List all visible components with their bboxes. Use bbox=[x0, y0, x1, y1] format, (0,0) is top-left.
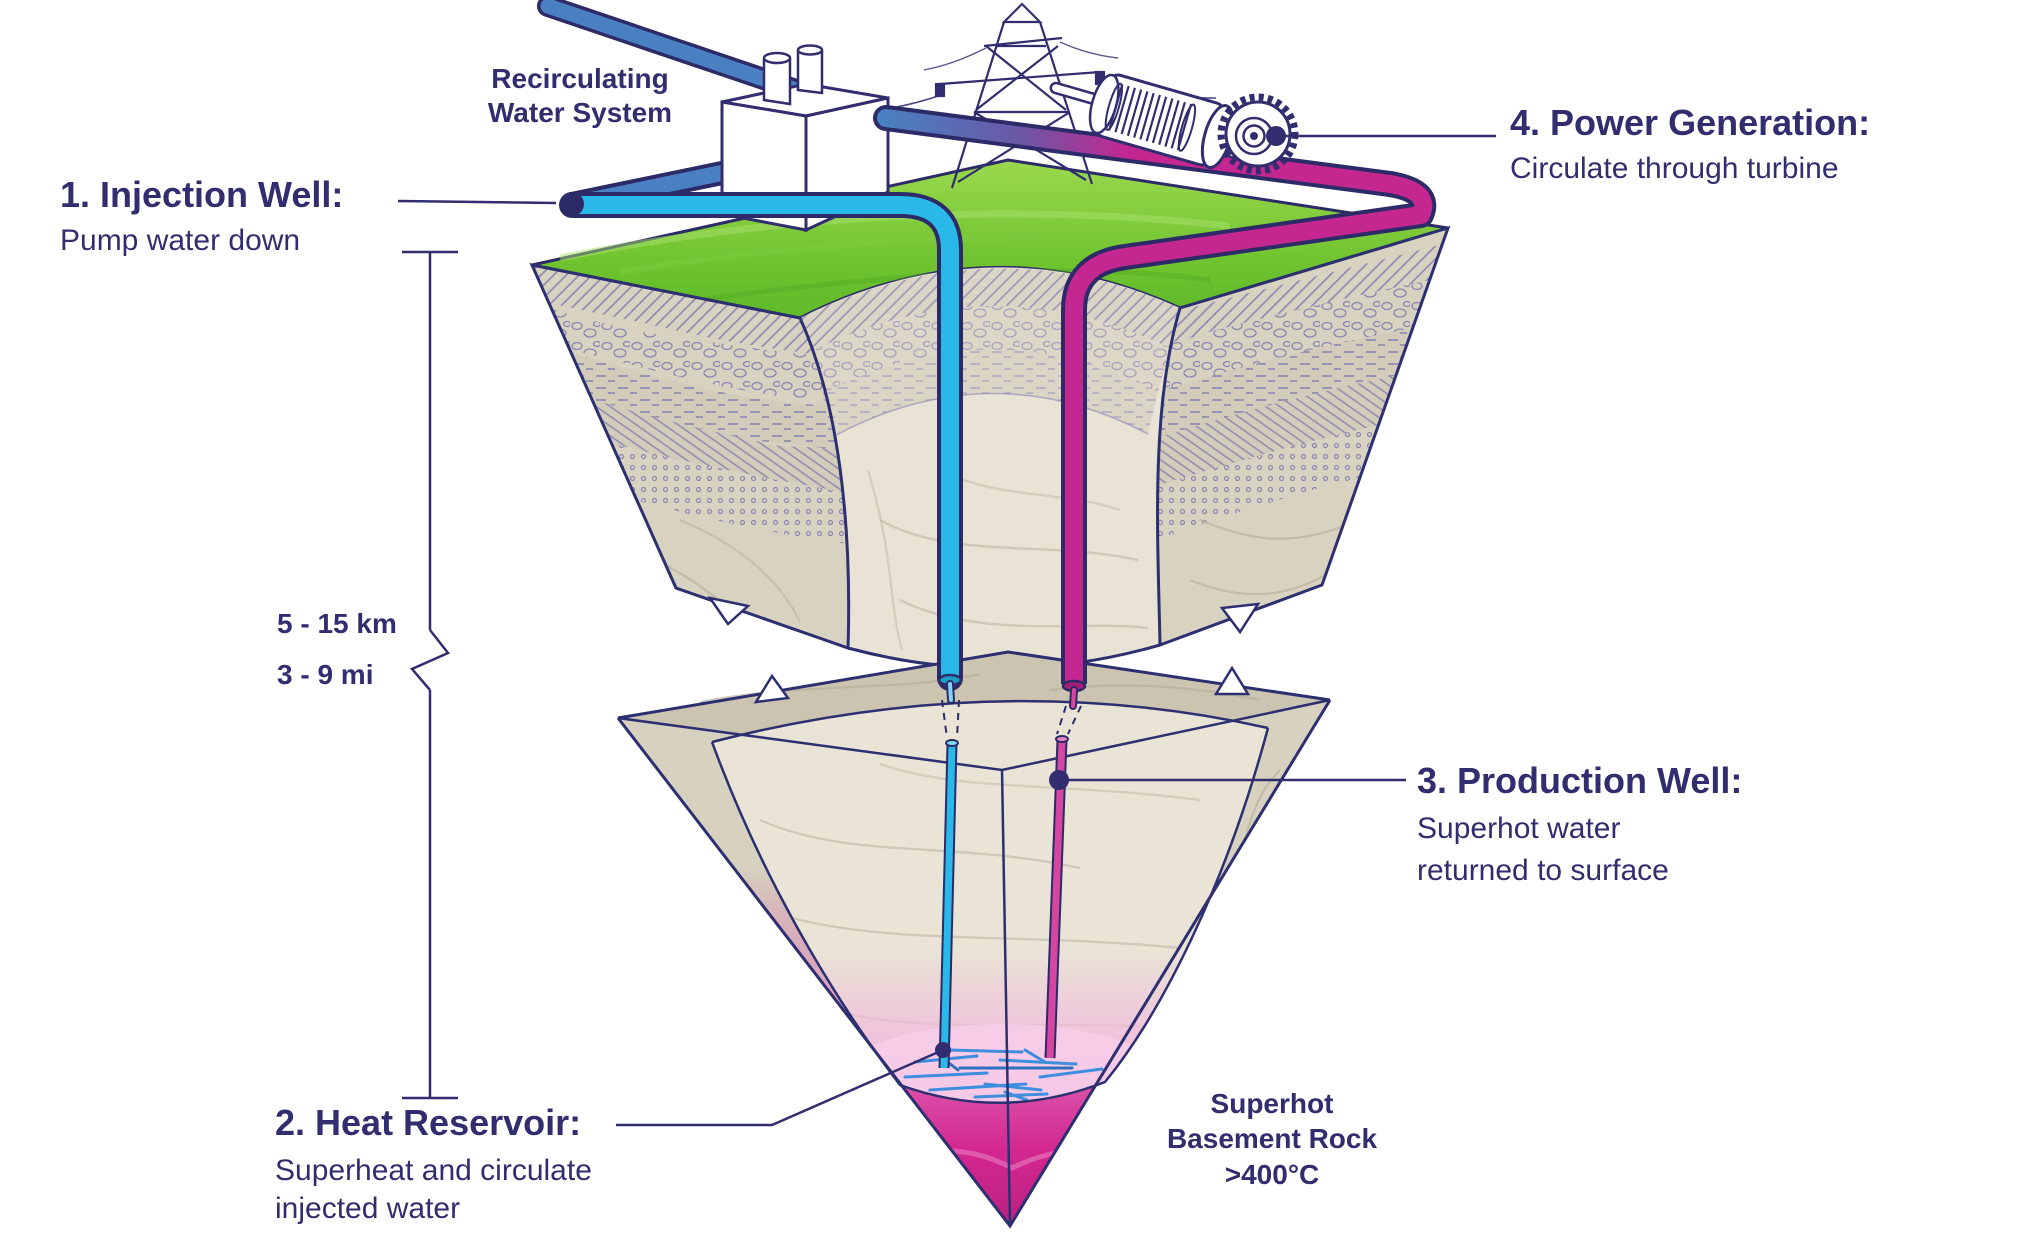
reservoir-title: 2. Heat Reservoir: bbox=[275, 1102, 581, 1143]
heat-reservoir-label: 2. Heat Reservoir: Superheat and circula… bbox=[275, 1102, 592, 1225]
callout-lines bbox=[397, 134, 1496, 1127]
deep-injection-well bbox=[938, 739, 959, 1069]
break-mark-lower-right bbox=[1213, 665, 1251, 696]
recirculating-pipe-top bbox=[537, 0, 813, 103]
reservoir-callout-line bbox=[616, 1048, 944, 1127]
depth-km-label: 5 - 15 km bbox=[277, 608, 397, 639]
production-callout-dot bbox=[1049, 770, 1069, 790]
well-projection-dashes bbox=[941, 699, 1082, 739]
injection-well-label: 1. Injection Well: Pump water down bbox=[60, 174, 343, 257]
basement-line3: >400°C bbox=[1225, 1159, 1320, 1190]
chimney-icon bbox=[762, 44, 824, 106]
reservoir-desc2: injected water bbox=[275, 1192, 460, 1225]
upper-earth-block bbox=[529, 225, 1451, 670]
depth-mi-label: 3 - 9 mi bbox=[277, 659, 373, 690]
production-pipe bbox=[873, 105, 1437, 710]
transmission-tower-icon bbox=[839, 2, 1217, 189]
deep-production-well bbox=[1044, 735, 1069, 1059]
basement-rock-label: Superhot Basement Rock >400°C bbox=[1167, 1088, 1378, 1190]
production-title: 3. Production Well: bbox=[1417, 760, 1742, 801]
production-desc2: returned to surface bbox=[1417, 854, 1669, 887]
reservoir-callout-dot bbox=[935, 1042, 951, 1058]
basement-line1: Superhot bbox=[1211, 1088, 1334, 1119]
break-mark-upper-right bbox=[1219, 602, 1261, 635]
depth-scale-bracket bbox=[402, 250, 458, 1100]
reservoir-desc1: Superheat and circulate bbox=[275, 1154, 592, 1187]
recirculating-line2: Water System bbox=[488, 97, 672, 128]
recirculating-label: Recirculating Water System bbox=[488, 63, 672, 128]
recirculating-line1: Recirculating bbox=[491, 63, 668, 94]
production-well-label: 3. Production Well: Superhot water retur… bbox=[1417, 760, 1742, 887]
injection-title: 1. Injection Well: bbox=[60, 174, 343, 215]
fracture-network bbox=[903, 1048, 1104, 1102]
turbine-wheel-icon bbox=[1217, 93, 1299, 175]
break-mark-upper-left bbox=[707, 596, 751, 626]
break-mark-lower-left bbox=[753, 673, 791, 704]
injection-pipe bbox=[559, 192, 963, 704]
power-desc: Circulate through turbine bbox=[1510, 152, 1839, 185]
turbine-generator-icon bbox=[1049, 73, 1299, 175]
lower-earth-block bbox=[616, 650, 1332, 1229]
injection-pipe-inlet bbox=[560, 192, 584, 216]
power-title: 4. Power Generation: bbox=[1510, 102, 1870, 143]
injection-callout-line bbox=[397, 199, 557, 205]
basement-line2: Basement Rock bbox=[1167, 1123, 1378, 1154]
production-desc1: Superhot water bbox=[1417, 812, 1620, 845]
power-callout-dot bbox=[1266, 126, 1286, 146]
power-generation-label: 4. Power Generation: Circulate through t… bbox=[1510, 102, 1870, 185]
injection-desc: Pump water down bbox=[60, 224, 300, 257]
